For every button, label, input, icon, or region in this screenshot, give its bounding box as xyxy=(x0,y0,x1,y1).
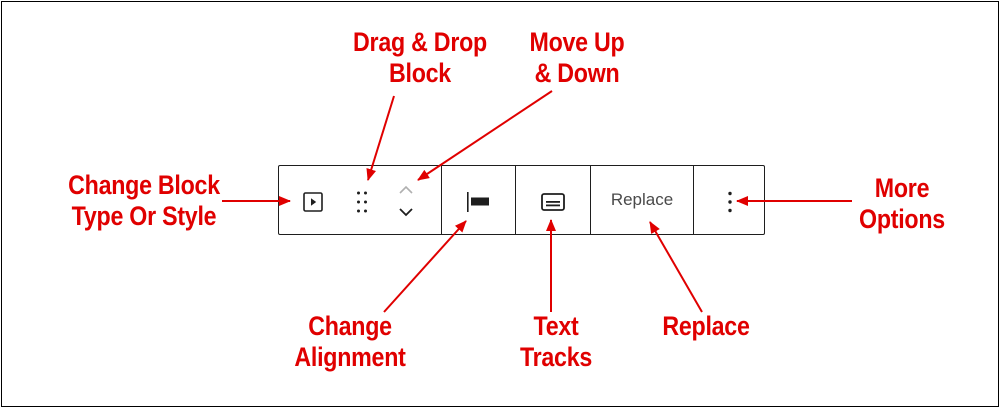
change-alignment-button[interactable] xyxy=(459,186,497,218)
callout-drag-drop: Drag & Drop Block xyxy=(353,27,487,88)
replace-button-label: Replace xyxy=(610,190,674,209)
chevron-down-icon xyxy=(399,208,413,217)
align-left-icon xyxy=(467,192,489,212)
callout-text-tracks: Text Tracks xyxy=(519,311,593,372)
block-toolbar: Replace xyxy=(278,165,765,235)
block-type-button[interactable] xyxy=(297,186,329,218)
callout-change-alignment: Change Alignment xyxy=(294,311,406,372)
drag-handle-button[interactable] xyxy=(351,186,373,218)
callout-more-options: More Options xyxy=(859,173,945,234)
drag-handle-dots-icon xyxy=(357,191,367,213)
chevron-up-icon xyxy=(399,185,413,194)
text-tracks-button[interactable] xyxy=(535,186,571,218)
callout-change-block: Change Block Type Or Style xyxy=(68,170,220,231)
toolbar-divider xyxy=(693,166,694,234)
callout-replace: Replace xyxy=(662,311,750,341)
more-options-button[interactable] xyxy=(715,186,745,218)
captions-icon xyxy=(541,193,565,211)
play-box-icon xyxy=(303,192,323,212)
replace-button[interactable]: Replace xyxy=(591,166,693,234)
toolbar-divider xyxy=(515,166,516,234)
toolbar-divider xyxy=(441,166,442,234)
callout-move: Move Up & Down xyxy=(529,27,625,88)
toolbar-divider xyxy=(590,166,591,234)
vertical-ellipsis-icon xyxy=(728,191,732,213)
move-up-button[interactable] xyxy=(393,182,419,198)
move-down-button[interactable] xyxy=(393,204,419,220)
